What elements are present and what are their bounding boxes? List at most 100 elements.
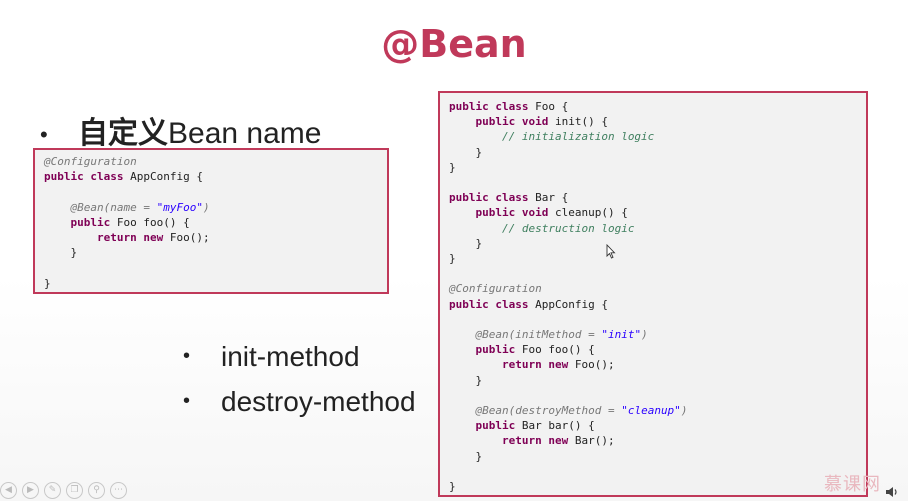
code-line: @Bean(initMethod = "init")	[449, 327, 866, 342]
code-token: public	[475, 115, 516, 129]
prev-icon[interactable]: ◀	[0, 482, 17, 499]
code-token: class	[495, 100, 529, 113]
sub-bullet-text: init-method	[221, 340, 360, 372]
code-token	[449, 419, 476, 432]
code-token: Bar {	[528, 191, 569, 205]
code-block-init-destroy: public class Foo { public void init() { …	[438, 91, 868, 497]
mouse-cursor-icon	[606, 243, 616, 264]
bullet-dot: •	[183, 345, 191, 367]
more-icon[interactable]: ⋯	[110, 482, 127, 499]
code-line: // destruction logic	[449, 221, 866, 236]
slide-title: @Bean	[381, 22, 527, 66]
code-token: void	[521, 206, 549, 220]
bullet-custom-bean-name: • 自定义Bean name	[40, 108, 321, 152]
code-line: public class AppConfig {	[449, 297, 866, 312]
code-token: new	[548, 358, 569, 372]
code-token: )	[202, 200, 210, 214]
code-token: cleanup() {	[548, 206, 628, 220]
code-token: // destruction logic	[501, 221, 635, 235]
pen-icon[interactable]: ✎	[44, 482, 61, 499]
code-token: @Bean(name =	[70, 200, 157, 214]
code-line	[449, 464, 866, 479]
code-line: }	[449, 373, 866, 388]
code-token: public	[449, 297, 489, 311]
sub-bullet-init-method: • init-method	[183, 334, 416, 379]
code-token	[449, 328, 476, 341]
code-token	[449, 222, 502, 235]
code-line: }	[449, 479, 866, 494]
code-token: }	[449, 145, 483, 159]
code-token	[449, 434, 502, 447]
code-line: }	[449, 449, 866, 464]
code-line	[449, 266, 866, 281]
code-token: Foo {	[528, 100, 569, 113]
code-line: // initialization logic	[449, 129, 866, 144]
code-token: class	[90, 170, 124, 184]
code-token	[449, 130, 502, 143]
code-token	[449, 404, 476, 417]
code-token: Foo();	[568, 358, 615, 372]
code-token: @Bean(initMethod =	[475, 328, 602, 342]
code-line: @Configuration	[44, 154, 387, 169]
code-line: public class Foo {	[449, 99, 866, 114]
code-line: return new Bar();	[449, 433, 866, 448]
code-token: Bar bar() {	[515, 419, 595, 433]
code-token: @Bean(destroyMethod =	[475, 404, 622, 418]
code-token: public	[449, 191, 489, 205]
code-line: public Foo foo() {	[449, 342, 866, 357]
code-token: public	[70, 215, 111, 229]
code-token	[515, 206, 522, 219]
code-token: }	[449, 236, 483, 250]
code-token: Foo foo() {	[515, 343, 595, 357]
code-token: }	[449, 160, 456, 174]
code-token	[449, 206, 476, 219]
copy-icon[interactable]: ❐	[66, 482, 83, 499]
play-icon[interactable]: ▶	[22, 482, 39, 499]
code-right: public class Foo { public void init() { …	[449, 99, 866, 494]
code-token: public	[475, 419, 516, 433]
code-line: }	[44, 276, 387, 291]
code-token: )	[641, 328, 648, 342]
code-token: "myFoo"	[156, 200, 203, 214]
bullet-bold-text: 自定义	[78, 117, 168, 150]
code-line	[449, 388, 866, 403]
bullet-dot: •	[183, 390, 191, 412]
code-token: class	[495, 191, 529, 205]
sub-bullet-list: • init-method • destroy-method	[183, 334, 416, 424]
code-token: }	[449, 373, 483, 387]
code-line: @Configuration	[449, 281, 866, 296]
code-line: }	[449, 160, 866, 175]
code-token: }	[44, 246, 78, 260]
code-line: }	[449, 236, 866, 251]
code-token: public	[44, 170, 84, 184]
code-token: new	[548, 434, 569, 448]
code-token: }	[44, 276, 51, 290]
code-token: public	[475, 206, 516, 220]
code-token	[44, 231, 97, 244]
bullet-dot: •	[40, 122, 48, 148]
code-line: @Bean(destroyMethod = "cleanup")	[449, 403, 866, 418]
bullet-text: Bean name	[168, 117, 322, 150]
code-line: public class AppConfig {	[44, 169, 387, 184]
code-token	[449, 115, 476, 128]
search-icon[interactable]: ⚲	[88, 482, 105, 499]
code-token: "cleanup"	[621, 404, 681, 418]
code-token: // initialization logic	[501, 130, 655, 144]
sub-bullet-text: destroy-method	[221, 385, 416, 417]
code-token: new	[143, 231, 164, 245]
code-line: public class Bar {	[449, 190, 866, 205]
code-token: }	[449, 252, 456, 266]
code-token: }	[449, 480, 456, 494]
speaker-icon[interactable]	[885, 486, 899, 501]
code-line: return new Foo();	[449, 357, 866, 372]
code-line	[449, 175, 866, 190]
code-line	[449, 312, 866, 327]
code-line: @Bean(name = "myFoo")	[44, 200, 387, 215]
code-line: }	[449, 145, 866, 160]
code-token: return	[96, 231, 137, 245]
code-token: )	[680, 404, 688, 418]
code-line: public void init() {	[449, 114, 866, 129]
code-token: public	[475, 343, 516, 357]
